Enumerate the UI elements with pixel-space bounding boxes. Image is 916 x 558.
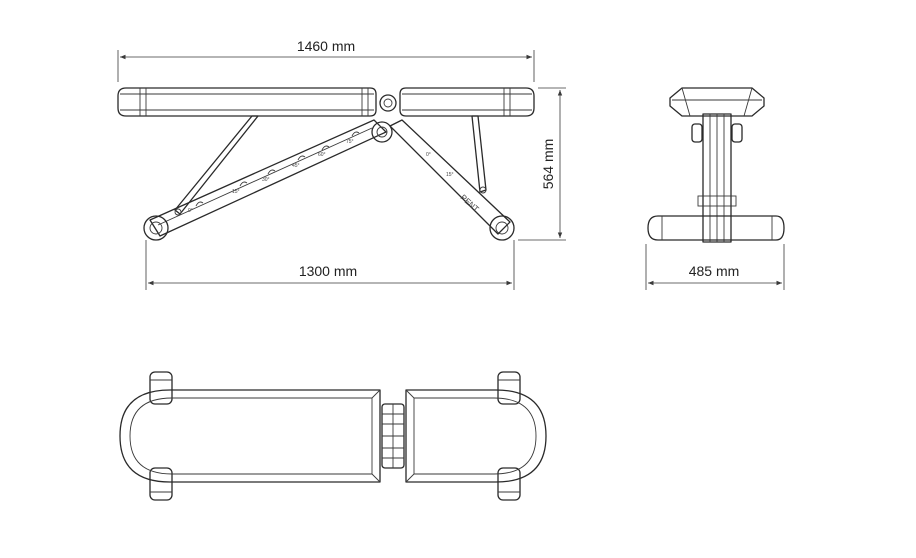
angle-mark: 60° bbox=[318, 152, 326, 158]
front-leg: 0° 15° PENT. bbox=[389, 119, 511, 235]
back-pad-top bbox=[119, 389, 381, 483]
hinge-block-top bbox=[381, 403, 405, 469]
base-tube bbox=[647, 215, 785, 241]
angle-mark: 45° bbox=[292, 163, 300, 169]
adjustment-rail: 0° 15° 30° 45° 60° 75° bbox=[149, 119, 387, 237]
right-knob bbox=[731, 123, 743, 143]
rear-foot bbox=[143, 215, 169, 241]
dimension-label-length: 1460 mm bbox=[297, 38, 355, 54]
rear-foot-cap-top bbox=[149, 371, 173, 405]
pad-front-profile bbox=[669, 87, 765, 117]
side-view: 0° 15° 30° 45° 60° 75° 0° 15° PENT. bbox=[117, 38, 566, 290]
angle-mark: 30° bbox=[262, 177, 270, 183]
seat-support-strut bbox=[471, 115, 487, 193]
front-foot-cap-top bbox=[497, 371, 521, 405]
rear-foot-cap-bottom bbox=[149, 467, 173, 501]
dimension-width: 485 mm bbox=[645, 244, 785, 290]
hinge-pivot bbox=[379, 94, 397, 112]
angle-mark: 0° bbox=[426, 152, 431, 158]
angle-mark: 75° bbox=[346, 139, 354, 145]
dimension-height: 564 mm bbox=[518, 87, 566, 241]
back-pad bbox=[117, 87, 377, 117]
top-view bbox=[119, 371, 547, 501]
seat-pad-top bbox=[405, 389, 547, 483]
strut-collar bbox=[697, 195, 737, 207]
back-support-strut bbox=[174, 115, 259, 215]
angle-mark: 0° bbox=[188, 208, 193, 214]
brand-mark: PENT. bbox=[459, 193, 482, 215]
left-knob bbox=[691, 123, 703, 143]
front-view: 485 mm bbox=[645, 87, 785, 290]
seat-pad bbox=[399, 87, 535, 117]
front-foot-cap-bottom bbox=[497, 467, 521, 501]
dimension-label-base: 1300 mm bbox=[299, 263, 357, 279]
dimension-label-width: 485 mm bbox=[689, 263, 740, 279]
angle-mark: 15° bbox=[446, 172, 454, 178]
dimension-total-length: 1460 mm bbox=[117, 38, 535, 82]
dimension-base-length: 1300 mm bbox=[145, 240, 515, 290]
main-pivot bbox=[371, 121, 393, 143]
front-foot bbox=[489, 215, 515, 241]
dimension-label-height: 564 mm bbox=[540, 139, 556, 190]
angle-mark: 15° bbox=[232, 189, 240, 195]
